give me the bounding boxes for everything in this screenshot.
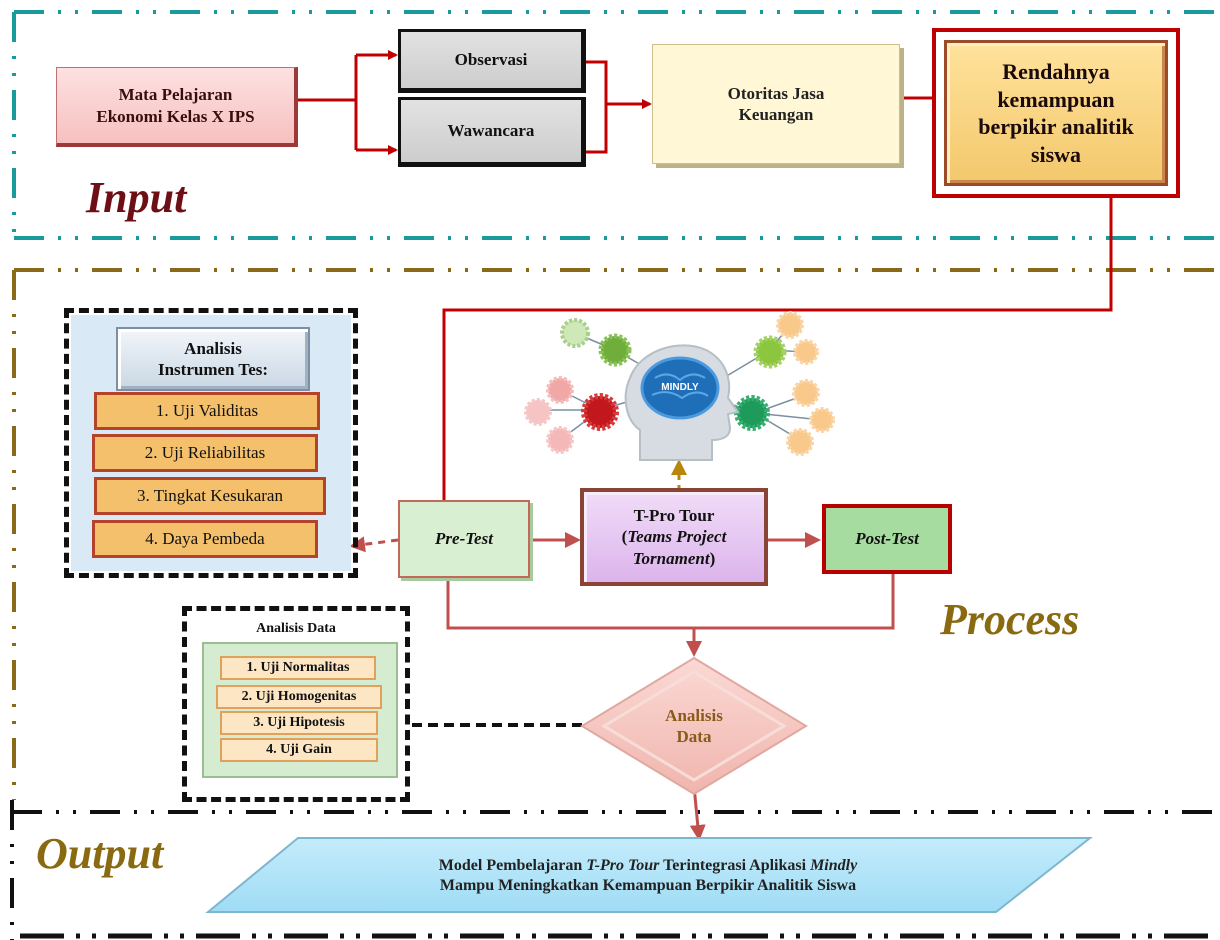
output-line-2: Mampu Meningkatkan Kemampuan Berpikir An… bbox=[439, 877, 857, 894]
data-analysis-item: 1. Uji Normalitas bbox=[220, 656, 376, 680]
authority-line-2: Keuangan bbox=[738, 105, 814, 124]
section-title-process: Process bbox=[940, 595, 1080, 644]
tpro-close-paren: ) bbox=[709, 548, 716, 568]
data-analysis-item: 3. Uji Hipotesis bbox=[220, 711, 378, 735]
interview-box: Wawancara bbox=[398, 97, 586, 167]
instrument-item: 4. Daya Pembeda bbox=[92, 520, 318, 558]
tpro-subtitle-line-1-text: Teams Project bbox=[627, 527, 727, 547]
mindly-brain-illustration bbox=[524, 311, 835, 461]
observation-label: Observasi bbox=[454, 50, 528, 70]
problem-to-pretest-line bbox=[442, 198, 1113, 500]
section-title-input: Input bbox=[86, 173, 187, 222]
instrument-title-line-1: Analisis bbox=[184, 338, 242, 358]
output-line-1: Model Pembelajaran T-Pro Tour Terintegra… bbox=[439, 856, 857, 876]
posttest-label: Post-Test bbox=[855, 529, 919, 549]
input-section-border bbox=[12, 10, 1220, 240]
process-section-border bbox=[12, 268, 1220, 800]
output-section-border bbox=[10, 800, 1220, 940]
instrument-item: 1. Uji Validitas bbox=[94, 392, 320, 430]
authority-line-1: Otoritas Jasa bbox=[727, 83, 825, 103]
data-analysis-panel bbox=[182, 606, 410, 802]
instrument-title-line-2: Instrumen Tes: bbox=[157, 360, 269, 379]
process-arrows bbox=[349, 459, 895, 841]
problem-box: Rendahnya kemampuan berpikir analitik si… bbox=[944, 40, 1168, 186]
data-analysis-item: 2. Uji Homogenitas bbox=[216, 685, 382, 709]
problem-line-4: siswa bbox=[1030, 141, 1082, 167]
observation-box: Observasi bbox=[398, 29, 586, 93]
problem-line-3: berpikir analitik bbox=[978, 114, 1134, 139]
output-text-1b: T-Pro Tour bbox=[586, 857, 660, 874]
subject-box: Mata Pelajaran Ekonomi Kelas X IPS bbox=[56, 67, 298, 147]
interview-label: Wawancara bbox=[447, 121, 535, 141]
analysis-diamond bbox=[580, 656, 808, 796]
authority-box: Otoritas Jasa Keuangan bbox=[652, 44, 900, 164]
output-statement: Model Pembelajaran T-Pro Tour Terintegra… bbox=[296, 852, 1000, 900]
instrument-analysis-header: Analisis Instrumen Tes: bbox=[116, 327, 310, 391]
tpro-subtitle-line-2: Tornament) bbox=[633, 548, 716, 569]
pretest-box: Pre-Test bbox=[398, 500, 530, 578]
problem-line-2: kemampuan bbox=[997, 86, 1115, 112]
output-text-1a: Model Pembelajaran bbox=[438, 857, 587, 874]
instrument-item: 3. Tingkat Kesukaran bbox=[94, 477, 326, 515]
tpro-subtitle-line-2-text: Tornament bbox=[632, 548, 710, 568]
tpro-open-paren: ( bbox=[621, 527, 628, 547]
output-text-1c: Terintegrasi Aplikasi bbox=[659, 857, 811, 874]
input-connectors bbox=[298, 50, 932, 155]
brain-mindly-label: MINDLY bbox=[661, 382, 699, 393]
subject-line-1: Mata Pelajaran bbox=[118, 85, 233, 105]
analysis-diamond-label: Analisis Data bbox=[630, 702, 758, 750]
section-title-output: Output bbox=[36, 829, 164, 878]
data-analysis-item: 4. Uji Gain bbox=[220, 738, 378, 762]
gear-icons bbox=[524, 311, 835, 456]
subject-line-2: Ekonomi Kelas X IPS bbox=[96, 106, 255, 126]
tpro-tour-box: T-Pro Tour (Teams Project Tornament) bbox=[580, 488, 768, 586]
diamond-line-2: Data bbox=[676, 727, 712, 746]
problem-line-1: Rendahnya bbox=[1002, 59, 1110, 84]
diamond-line-1: Analisis bbox=[665, 705, 723, 725]
tpro-title: T-Pro Tour bbox=[633, 506, 715, 526]
output-text-1d: Mindly bbox=[810, 857, 858, 874]
data-analysis-title: Analisis Data bbox=[256, 621, 336, 637]
instrument-item: 2. Uji Reliabilitas bbox=[92, 434, 318, 472]
posttest-box: Post-Test bbox=[822, 504, 952, 574]
output-shape bbox=[205, 837, 1093, 913]
pretest-label: Pre-Test bbox=[435, 529, 493, 549]
tpro-subtitle-line-1: (Teams Project bbox=[622, 526, 727, 547]
